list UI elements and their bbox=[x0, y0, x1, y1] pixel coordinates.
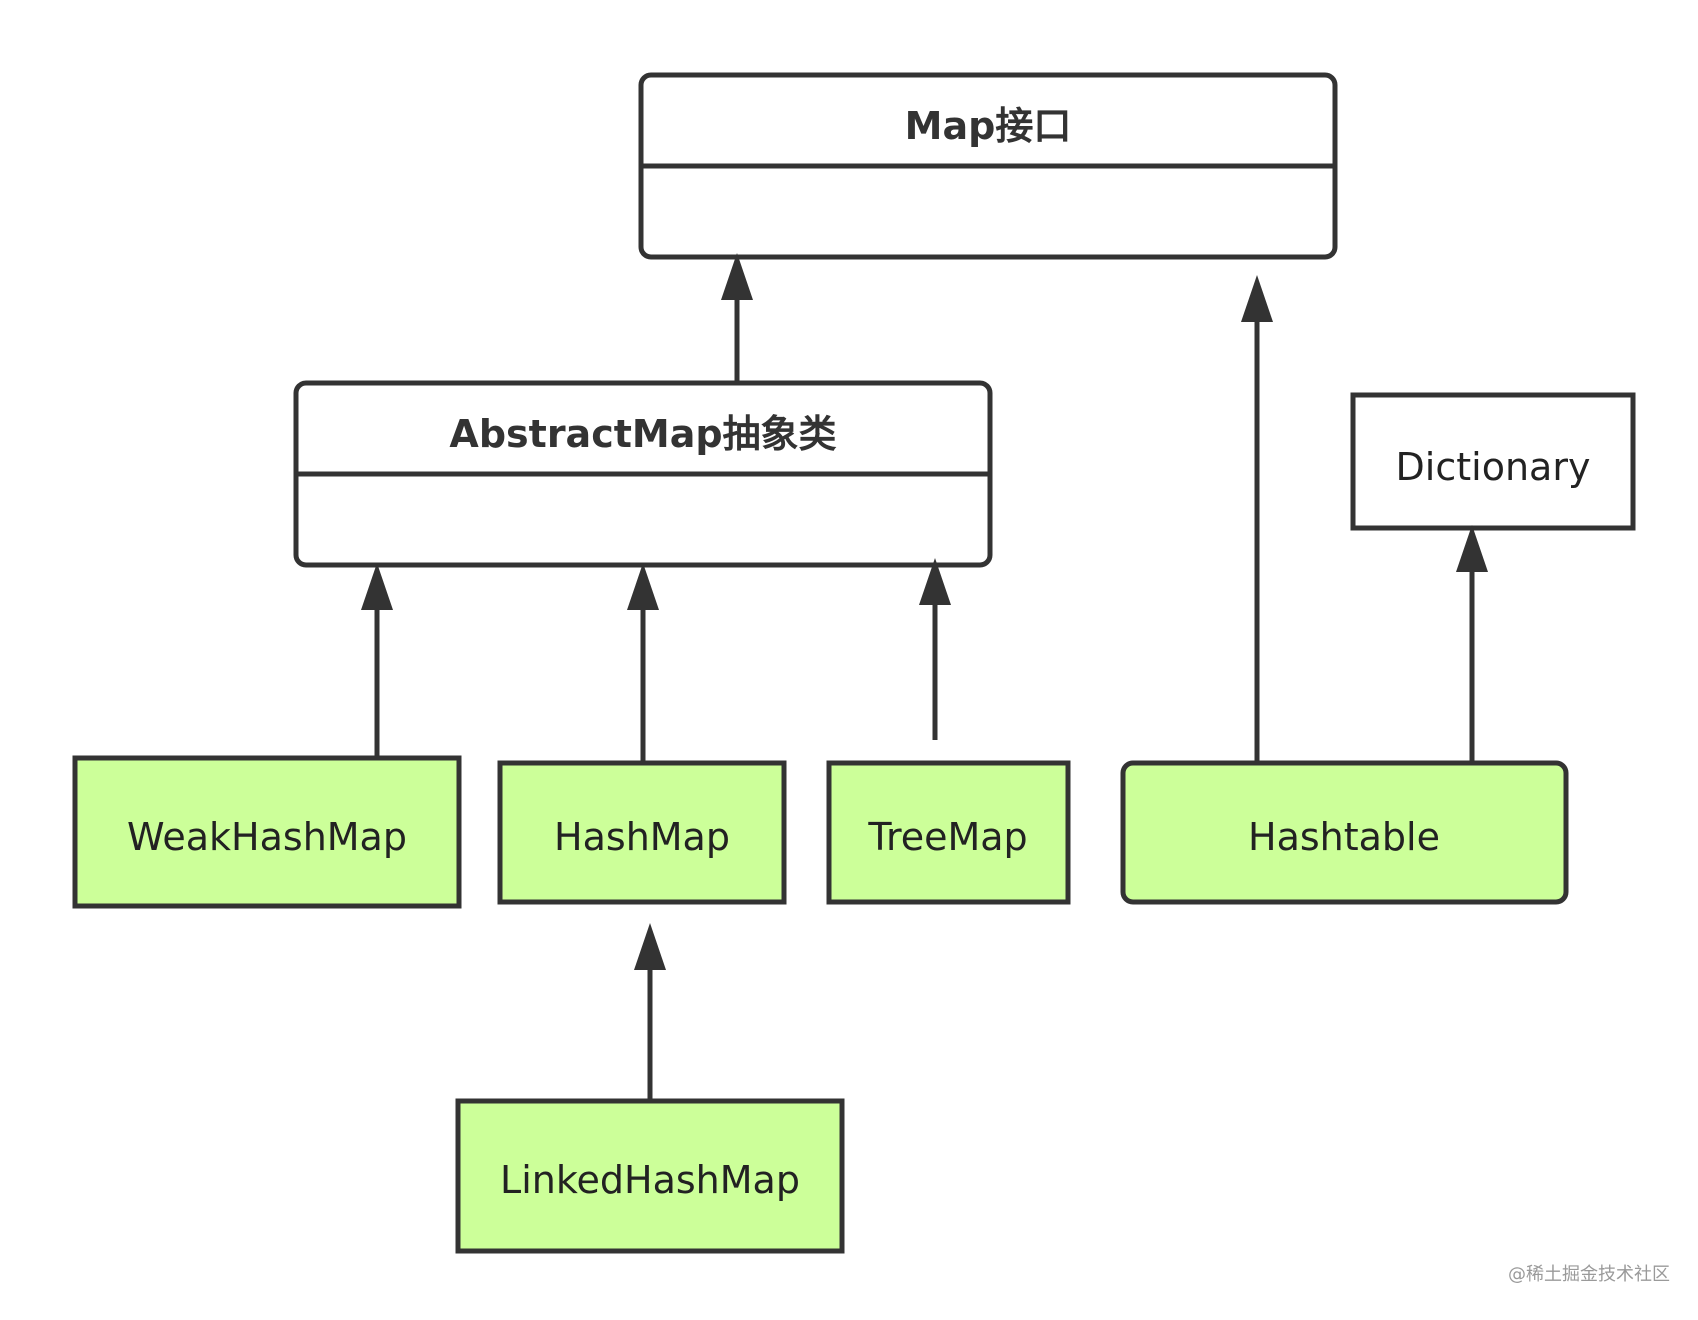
abstract-map-node: AbstractMap抽象类 bbox=[293, 380, 993, 568]
arrowhead-icon bbox=[721, 253, 753, 300]
arrowhead-icon bbox=[634, 923, 666, 970]
edge-hash-map-to-abstract-map bbox=[627, 563, 659, 763]
dictionary-node: Dictionary bbox=[1350, 392, 1636, 531]
dictionary-label: Dictionary bbox=[1396, 445, 1591, 489]
linked-hash-map-node: LinkedHashMap bbox=[455, 1098, 845, 1254]
tree-map-label: TreeMap bbox=[867, 815, 1027, 859]
edge-hashtable-to-map bbox=[1241, 275, 1273, 763]
linked-hash-map-label: LinkedHashMap bbox=[500, 1158, 800, 1202]
weak-hash-map-label: WeakHashMap bbox=[127, 815, 407, 859]
map-interface-node: Map接口 bbox=[638, 72, 1338, 260]
hash-map-label: HashMap bbox=[554, 815, 730, 859]
edge-tree-map-to-abstract-map bbox=[919, 558, 951, 740]
arrowhead-icon bbox=[1241, 275, 1273, 322]
arrowhead-icon bbox=[1456, 525, 1488, 572]
hashtable-label: Hashtable bbox=[1248, 815, 1440, 859]
edge-weak-hash-map-to-abstract-map bbox=[361, 563, 393, 758]
hashtable-node: Hashtable bbox=[1120, 760, 1569, 905]
arrowhead-icon bbox=[919, 558, 951, 605]
watermark: @稀土掘金技术社区 bbox=[1508, 1264, 1670, 1285]
arrowhead-icon bbox=[627, 563, 659, 610]
weak-hash-map-node: WeakHashMap bbox=[72, 755, 462, 909]
edge-hashtable-to-dictionary bbox=[1456, 525, 1488, 763]
edge-linked-hash-map-to-hash-map bbox=[634, 923, 666, 1101]
hash-map-node: HashMap bbox=[497, 760, 787, 905]
arrowhead-icon bbox=[361, 563, 393, 610]
tree-map-node: TreeMap bbox=[826, 760, 1071, 905]
map-interface-label: Map接口 bbox=[905, 104, 1072, 148]
abstract-map-label: AbstractMap抽象类 bbox=[449, 412, 836, 456]
edge-abstract-map-to-map bbox=[721, 253, 753, 383]
